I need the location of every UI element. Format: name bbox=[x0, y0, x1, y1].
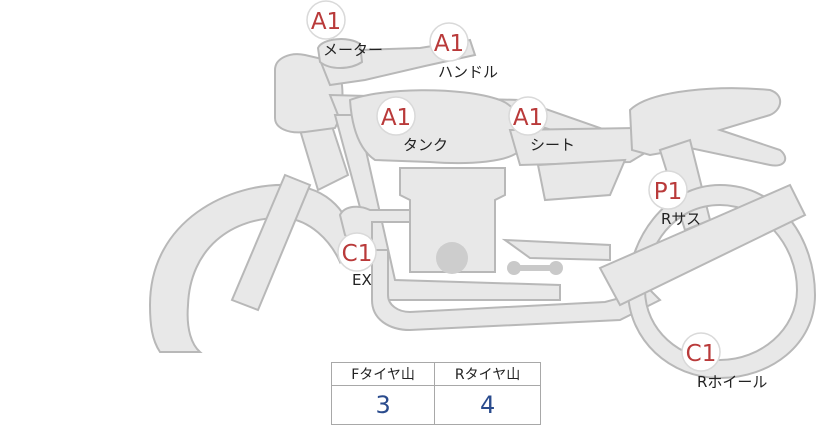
label-meter: メーター bbox=[323, 41, 383, 59]
grade-rsus: P1 bbox=[654, 179, 683, 205]
badge-handle-circle bbox=[429, 22, 469, 62]
badge-ex-circle bbox=[337, 232, 377, 272]
footpeg-end-right bbox=[549, 261, 563, 275]
badge-meter: A1 メーター bbox=[306, 0, 383, 59]
label-tank: タンク bbox=[403, 136, 448, 154]
front-fork bbox=[230, 173, 312, 312]
badge-rsus: P1 Rサス bbox=[648, 170, 701, 228]
rear-tire-value: 4 bbox=[434, 385, 541, 425]
badge-meter-circle bbox=[306, 0, 346, 40]
grade-tank: A1 bbox=[381, 105, 411, 131]
label-ex: EX bbox=[352, 271, 372, 289]
tire-tread-table: Fタイヤ山 Rタイヤ山 3 4 bbox=[330, 362, 541, 425]
footpeg bbox=[512, 265, 558, 271]
front-tire-header: Fタイヤ山 bbox=[330, 362, 436, 386]
badge-tank-circle bbox=[376, 96, 416, 136]
footpeg-end-left bbox=[507, 261, 521, 275]
side-cover bbox=[536, 158, 627, 202]
label-seat: シート bbox=[530, 136, 575, 154]
front-wheel bbox=[148, 183, 354, 353]
meter bbox=[316, 38, 364, 69]
tire-table-value-row: 3 4 bbox=[330, 385, 541, 425]
rear-tire-header: Rタイヤ山 bbox=[434, 362, 541, 386]
badge-rsus-circle bbox=[648, 170, 688, 210]
badge-handle: A1 ハンドル bbox=[429, 22, 498, 81]
rear-tail bbox=[628, 87, 787, 167]
grade-rwheel: C1 bbox=[686, 341, 717, 367]
grade-handle: A1 bbox=[434, 31, 464, 57]
badge-rwheel: C1 Rホイール bbox=[681, 332, 767, 391]
grade-seat: A1 bbox=[513, 105, 543, 131]
label-handle: ハンドル bbox=[438, 63, 498, 81]
tire-table-header-row: Fタイヤ山 Rタイヤ山 bbox=[330, 362, 541, 386]
engine-block bbox=[399, 167, 506, 273]
badge-seat-circle bbox=[508, 96, 548, 136]
grade-ex: C1 bbox=[342, 241, 373, 267]
front-tire-value: 3 bbox=[330, 385, 436, 425]
engine-cover bbox=[436, 242, 468, 274]
badge-rwheel-circle bbox=[681, 332, 721, 372]
badge-ex: C1 EX bbox=[337, 232, 377, 289]
grade-meter: A1 bbox=[311, 9, 341, 35]
rear-frame bbox=[501, 238, 611, 262]
swing-arm bbox=[598, 183, 807, 307]
badge-seat: A1 シート bbox=[508, 96, 575, 154]
badge-tank: A1 タンク bbox=[376, 96, 448, 154]
seat bbox=[508, 126, 652, 167]
label-rsus: Rサス bbox=[661, 210, 701, 228]
label-rwheel: Rホイール bbox=[697, 373, 767, 391]
